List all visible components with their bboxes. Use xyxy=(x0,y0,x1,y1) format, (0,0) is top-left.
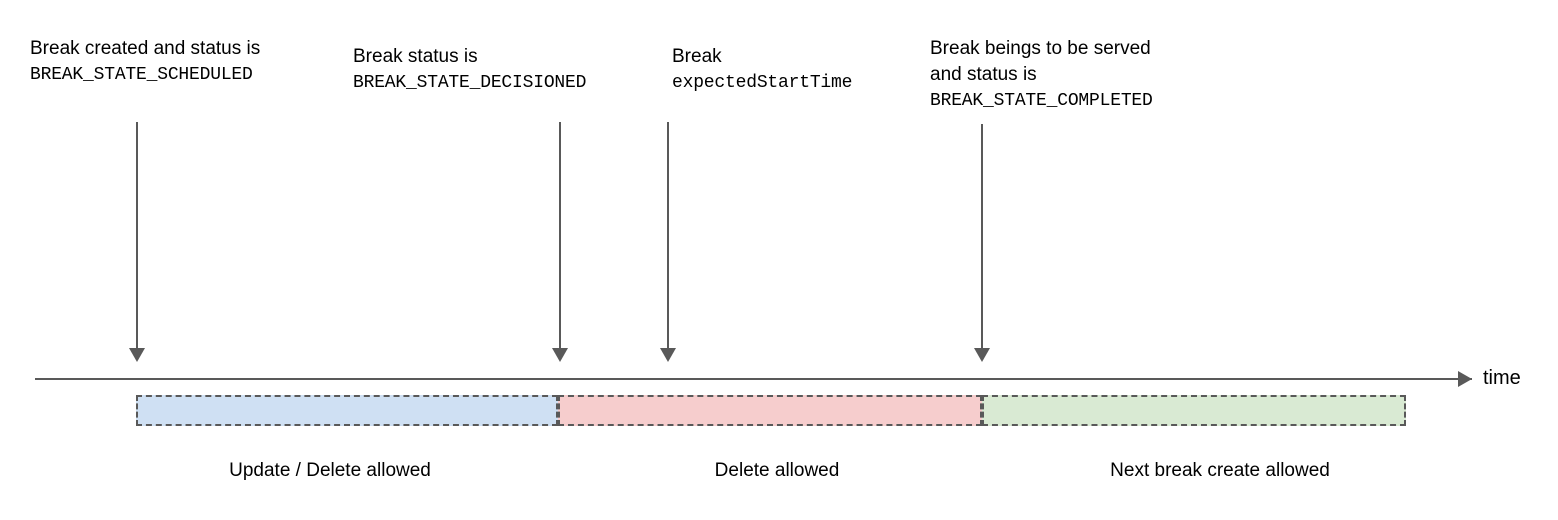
annotation-expected-start-time-line-2: expectedStartTime xyxy=(672,73,853,93)
annotation-expected-start-time: Break expectedStartTime xyxy=(672,44,852,96)
annotation-decisioned-line-1: Break status is xyxy=(353,46,478,67)
pointer-arrow-decisioned-head xyxy=(552,348,568,362)
pointer-arrow-expected-start-time-head xyxy=(660,348,676,362)
phase-caption-next-break-create: Next break create allowed xyxy=(1110,460,1330,481)
phase-box-update-delete xyxy=(136,395,558,426)
annotation-completed-line-3: BREAK_STATE_COMPLETED xyxy=(930,91,1153,111)
phase-box-delete xyxy=(558,395,982,426)
pointer-arrow-scheduled-line xyxy=(136,122,138,348)
timeline-axis-arrow-icon xyxy=(1458,371,1472,387)
pointer-arrow-expected-start-time-line xyxy=(667,122,669,348)
annotation-completed-line-1: Break beings to be served xyxy=(930,38,1151,59)
pointer-arrow-decisioned-line xyxy=(559,122,561,348)
pointer-arrow-completed-line xyxy=(981,124,983,348)
pointer-arrow-scheduled-head xyxy=(129,348,145,362)
annotation-completed-line-2: and status is xyxy=(930,64,1037,85)
annotation-scheduled-line-1: Break created and status is xyxy=(30,38,261,59)
time-axis-label: time xyxy=(1483,367,1521,389)
phase-caption-delete: Delete allowed xyxy=(714,460,840,481)
phase-caption-update-delete: Update / Delete allowed xyxy=(229,460,431,481)
annotation-expected-start-time-line-1: Break xyxy=(672,46,722,67)
annotation-completed: Break beings to be served and status is … xyxy=(930,36,1153,114)
phase-box-next-break-create xyxy=(982,395,1406,426)
timeline-axis-line xyxy=(35,378,1472,380)
annotation-decisioned-line-2: BREAK_STATE_DECISIONED xyxy=(353,73,587,93)
annotation-scheduled-line-2: BREAK_STATE_SCHEDULED xyxy=(30,65,253,85)
pointer-arrow-completed-head xyxy=(974,348,990,362)
annotation-scheduled: Break created and status is BREAK_STATE_… xyxy=(30,36,260,88)
annotation-decisioned: Break status is BREAK_STATE_DECISIONED xyxy=(353,44,586,96)
